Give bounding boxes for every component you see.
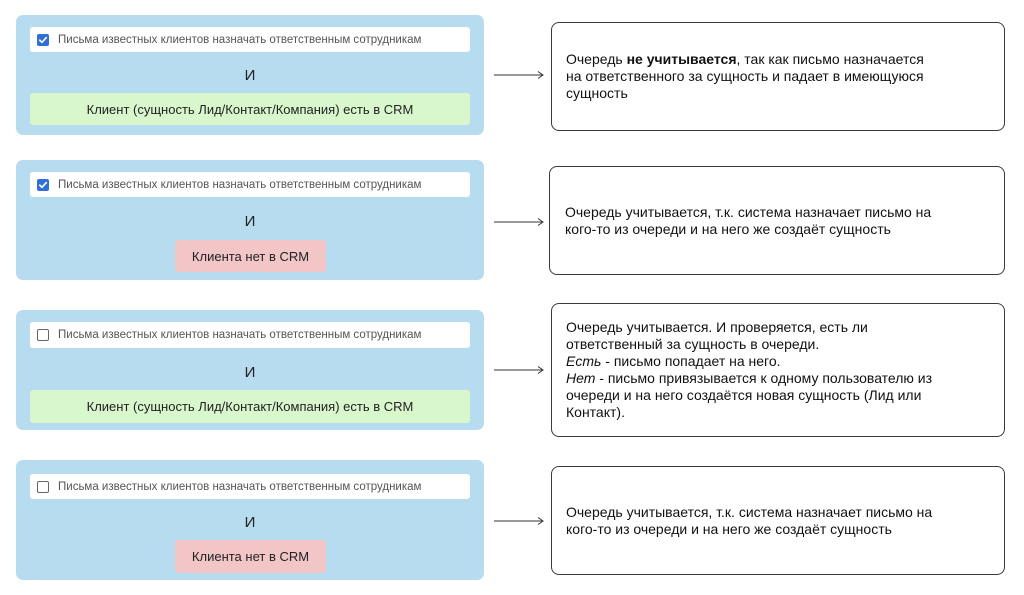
case-3-setting-row[interactable]: Письма известных клиентов назначать отве…: [30, 322, 470, 348]
case-2-setting-label: Письма известных клиентов назначать отве…: [58, 178, 422, 191]
case-2-note-line-2: кого-то из очереди и на него же создаёт …: [565, 220, 891, 237]
case-3-note-line-2: ответственный за сущность в очереди.: [566, 336, 820, 352]
arrow-right-icon: [494, 517, 544, 525]
case-3-note-line-1: Очередь учитывается. И проверяется, есть…: [566, 319, 868, 335]
case-3-note-line-4: Нет - письмо привязывается к одному поль…: [566, 370, 933, 386]
arrow-right-icon: [494, 366, 544, 374]
case-3-note: Очередь учитывается. И проверяется, есть…: [551, 303, 1005, 437]
checkbox-empty-icon[interactable]: [37, 329, 49, 341]
arrow-right-icon: [494, 218, 544, 226]
checkbox-checked-icon[interactable]: [37, 33, 49, 46]
checkbox-empty-icon[interactable]: [37, 480, 49, 493]
case-2-panel: Письма известных клиентов назначать отве…: [16, 160, 484, 280]
case-1-setting-row[interactable]: Письма известных клиентов назначать отве…: [30, 27, 470, 52]
case-3-note-line-6: Контакт).: [566, 404, 625, 420]
case-2-client-status: Клиента нет в CRM: [175, 240, 326, 272]
case-2-setting-row[interactable]: Письма известных клиентов назначать отве…: [30, 172, 470, 197]
case-2-and-label: И: [244, 213, 256, 230]
case-3-and-label: И: [244, 364, 256, 381]
case-1-note-line-3: сущность: [566, 85, 628, 101]
case-4-setting-row[interactable]: Письма известных клиентов назначать отве…: [30, 474, 470, 499]
case-3-client-status: Клиент (сущность Лид/Контакт/Компания) е…: [30, 390, 470, 423]
case-1-note: Очередь не учитывается, так как письмо н…: [551, 22, 1005, 131]
case-4-client-status: Клиента нет в CRM: [175, 540, 326, 573]
case-1-note-line-2: на ответственного за сущность и падает в…: [566, 68, 924, 84]
case-1-and-label: И: [244, 67, 256, 84]
case-2-note-line-1: Очередь учитывается, т.к. система назнач…: [565, 203, 932, 220]
case-4-note: Очередь учитывается, т.к. система назнач…: [551, 466, 1005, 575]
case-4-and-label: И: [244, 514, 256, 531]
case-3-panel: Письма известных клиентов назначать отве…: [16, 310, 484, 430]
case-4-note-line-1: Очередь учитывается, т.к. система назнач…: [566, 503, 933, 520]
case-3-setting-label: Письма известных клиентов назначать отве…: [58, 329, 422, 341]
arrow-right-icon: [494, 71, 544, 79]
case-1-setting-label: Письма известных клиентов назначать отве…: [58, 33, 422, 46]
case-4-note-line-2: кого-то из очереди и на него же создаёт …: [566, 520, 892, 537]
case-1-note-line-1: Очередь не учитывается, так как письмо н…: [566, 51, 924, 67]
case-1-client-status: Клиент (сущность Лид/Контакт/Компания) е…: [30, 93, 470, 125]
checkbox-checked-icon[interactable]: [37, 178, 49, 191]
case-4-panel: Письма известных клиентов назначать отве…: [16, 460, 484, 580]
case-3-note-line-3: Есть - письмо попадает на него.: [566, 353, 781, 369]
case-3-note-line-5: очереди и на него создаётся новая сущнос…: [566, 387, 922, 403]
case-2-note: Очередь учитывается, т.к. система назнач…: [549, 166, 1005, 275]
case-1-panel: Письма известных клиентов назначать отве…: [16, 15, 484, 135]
case-4-setting-label: Письма известных клиентов назначать отве…: [58, 480, 422, 493]
